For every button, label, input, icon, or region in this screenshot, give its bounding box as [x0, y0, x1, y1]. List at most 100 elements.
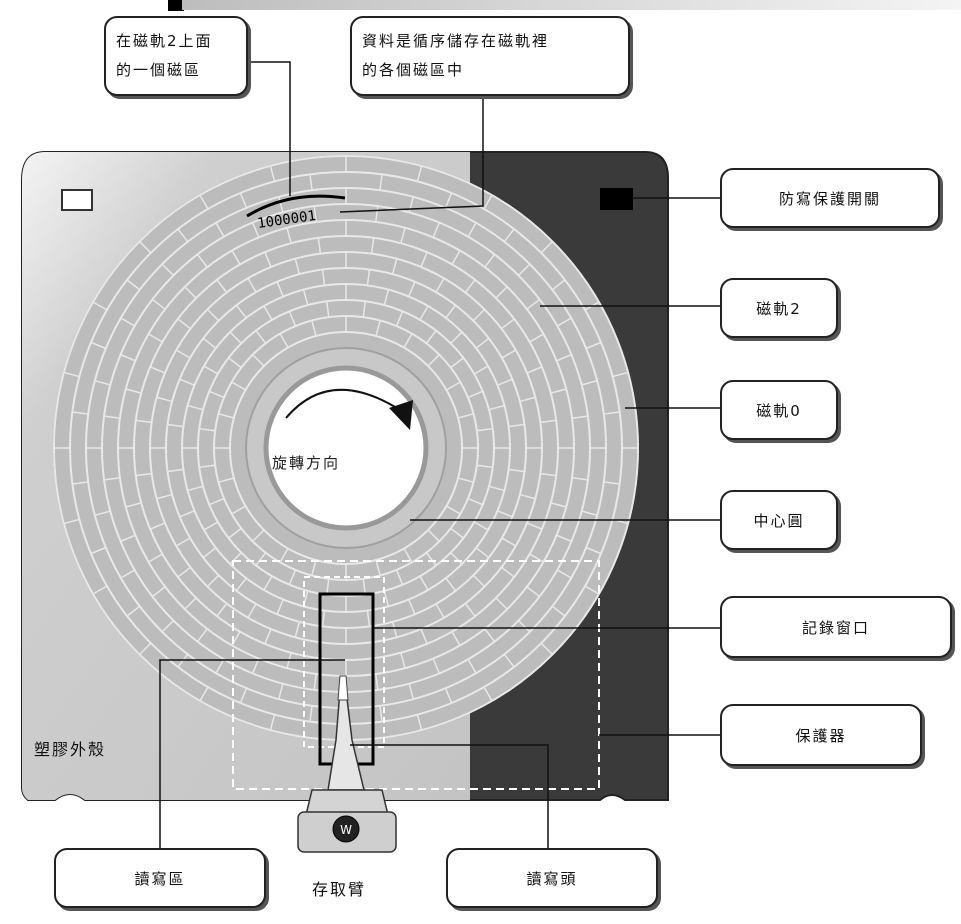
sector-divider — [464, 603, 476, 617]
leader-lines — [159, 61, 720, 848]
sector-divider — [135, 472, 152, 477]
sector-divider — [216, 279, 228, 293]
callout-shutter: 保護器 — [720, 704, 922, 766]
callout-track2: 磁軌2 — [720, 278, 838, 338]
sector-divider — [247, 277, 257, 293]
sector-divider — [103, 477, 121, 481]
sector-divider — [215, 658, 225, 674]
sector-divider — [556, 569, 572, 579]
sector-divider — [135, 419, 152, 424]
sector-divider — [90, 546, 107, 555]
sector-divider — [370, 237, 375, 254]
sector-divider — [138, 642, 152, 656]
sector-divider — [255, 330, 267, 344]
sector-divider — [444, 192, 453, 209]
sector-divider — [277, 683, 284, 700]
sector-divider — [313, 205, 317, 223]
sector-divider — [203, 521, 219, 531]
sector-divider — [383, 590, 390, 607]
sector-divider — [427, 354, 440, 367]
sector-divider — [125, 502, 142, 508]
sector-divider — [294, 258, 301, 275]
sector-divider — [375, 320, 381, 337]
sector-divider — [501, 318, 515, 330]
sector-divider — [161, 620, 174, 633]
sector-divider — [149, 366, 166, 374]
sector-divider — [484, 628, 496, 643]
sector-divider — [175, 537, 191, 547]
sector-divider — [425, 330, 437, 344]
sector-divider — [571, 415, 589, 419]
sector-divider — [264, 628, 272, 645]
sector-divider — [467, 497, 484, 506]
sector-divider — [501, 537, 517, 547]
sector-divider — [321, 269, 326, 286]
sector-divider — [408, 683, 415, 700]
hole-left — [61, 189, 93, 211]
sector-divider — [120, 317, 136, 327]
sector-divider — [446, 381, 461, 391]
sector-divider — [551, 605, 566, 617]
sector-divider — [476, 464, 493, 469]
sector-divider — [276, 281, 284, 297]
sector-divider — [148, 553, 163, 563]
sector-divider — [375, 205, 379, 223]
sector-divider — [103, 415, 121, 419]
sector-divider — [269, 165, 276, 182]
sector-divider — [63, 371, 80, 378]
sector-divider — [311, 320, 317, 337]
sector-divider — [457, 413, 474, 419]
sector-divider — [156, 493, 173, 500]
sector-divider — [120, 569, 136, 579]
sector-divider — [476, 427, 493, 432]
sector-divider — [120, 534, 136, 543]
sector-divider — [362, 301, 367, 318]
sector-divider — [540, 642, 554, 656]
sector-divider — [218, 413, 235, 419]
sector-divider — [202, 547, 217, 559]
sector-divider — [177, 318, 191, 330]
sector-divider — [215, 222, 225, 238]
sector-divider — [325, 578, 330, 595]
sector-divider — [475, 547, 490, 559]
sector-divider — [416, 714, 423, 731]
sector-divider — [247, 603, 257, 619]
sector-divider — [571, 477, 589, 481]
sector-divider — [403, 548, 413, 563]
sector-divider — [451, 250, 461, 265]
sector-divider — [550, 388, 567, 394]
callout-write-protect: 防寫保護開關 — [720, 168, 940, 228]
sector-divider — [464, 279, 476, 293]
sector-divider — [483, 686, 493, 702]
leader-rw-head — [350, 744, 549, 848]
sector-divider — [239, 687, 248, 704]
rotation-arrowhead — [389, 400, 413, 430]
sector-divider — [362, 578, 367, 595]
sector-divider — [419, 575, 429, 591]
sector-divider — [196, 253, 208, 268]
sector-divider — [420, 251, 428, 268]
sector-divider — [383, 289, 390, 306]
sector-divider — [321, 610, 326, 627]
sector-divider — [445, 304, 457, 319]
sector-divider — [167, 468, 184, 473]
sector-divider — [416, 165, 423, 182]
callout-read-write-head: 讀寫頭 — [446, 848, 658, 908]
sector-divider — [408, 281, 416, 297]
sector-divider — [313, 673, 317, 691]
sector-divider — [167, 423, 184, 428]
sector-divider — [501, 349, 517, 359]
sector-divider — [286, 227, 292, 244]
sector-divider — [435, 277, 445, 293]
sector-divider — [467, 658, 477, 674]
sector-divider — [151, 586, 166, 598]
sector-divider — [203, 365, 219, 375]
sector-divider — [503, 228, 515, 243]
center-ring — [263, 365, 429, 531]
sector-divider — [148, 333, 163, 343]
sector-divider — [467, 222, 477, 238]
sector-divider — [187, 485, 204, 492]
sector-bracket — [246, 194, 346, 218]
sector-divider — [529, 333, 544, 343]
